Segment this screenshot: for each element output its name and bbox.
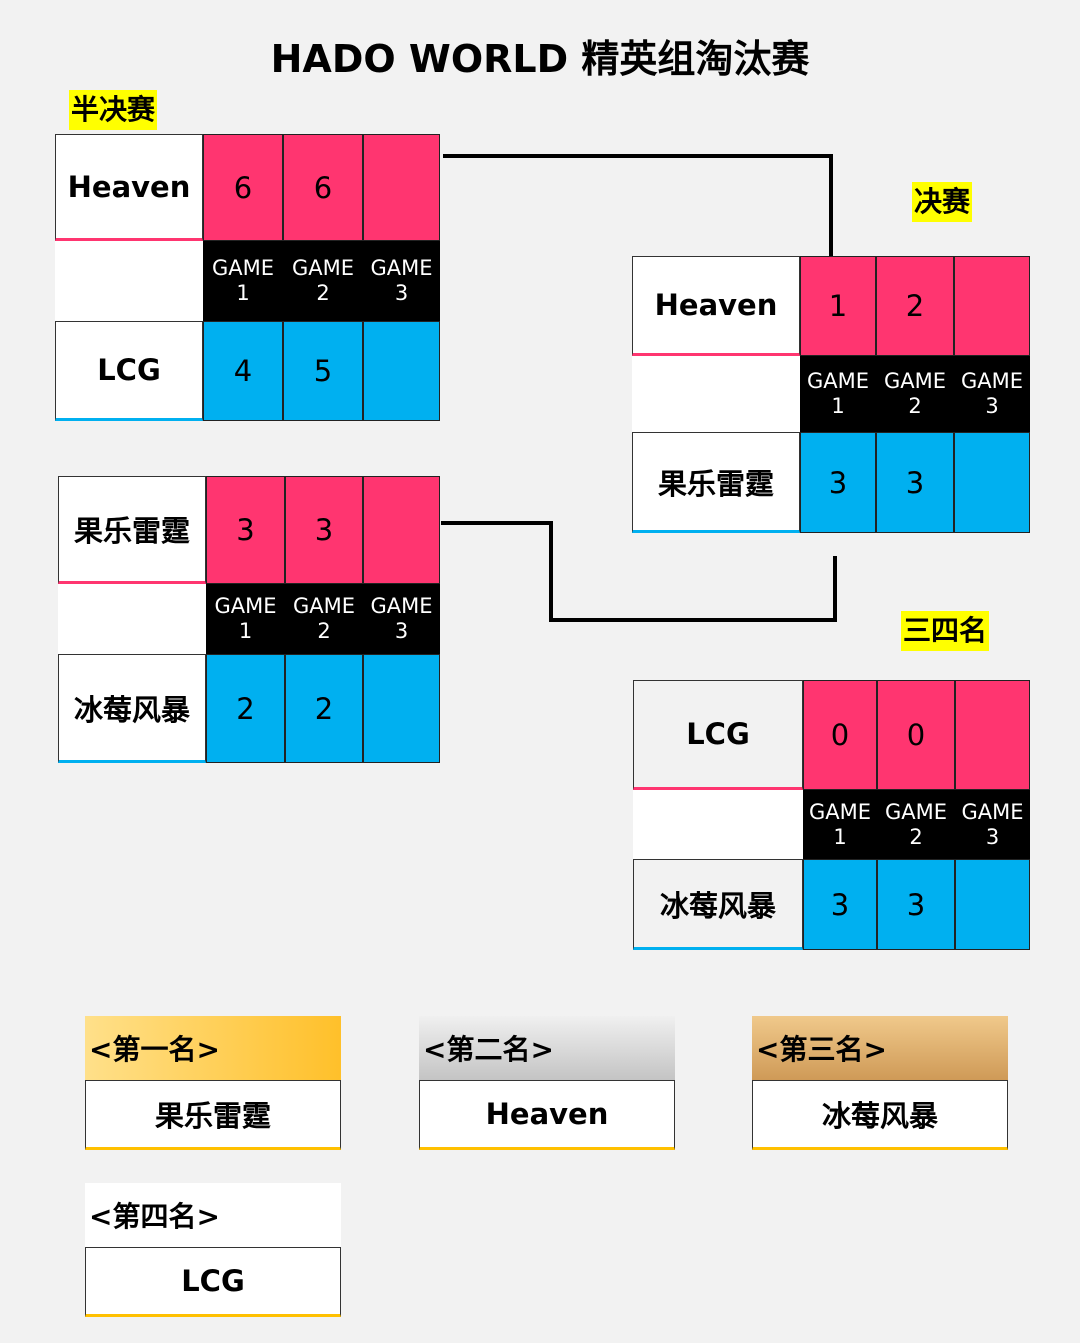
spacer xyxy=(55,241,203,321)
ranking-fourth: <第四名> LCG xyxy=(85,1183,341,1317)
score-cell xyxy=(955,859,1030,950)
score-cell: 1 xyxy=(800,256,876,356)
team-name: 果乐雷霆 xyxy=(632,432,800,533)
rank-label: <第二名> xyxy=(419,1016,675,1080)
score-cell xyxy=(363,476,440,584)
score-cell xyxy=(954,256,1030,356)
score-cell: 0 xyxy=(877,680,955,790)
score-cell: 3 xyxy=(206,476,285,584)
rank-label: <第一名> xyxy=(85,1016,341,1080)
rank-team: 果乐雷霆 xyxy=(85,1080,341,1150)
score-cell xyxy=(363,654,440,763)
score-cell xyxy=(363,134,440,241)
spacer xyxy=(632,356,800,432)
connector-semi1-final xyxy=(443,154,833,256)
score-cell: 3 xyxy=(285,476,363,584)
team-name: LCG xyxy=(633,680,803,790)
score-cell: 3 xyxy=(876,432,954,533)
ranking-first: <第一名> 果乐雷霆 xyxy=(85,1016,341,1150)
score-cell xyxy=(955,680,1030,790)
score-cell xyxy=(954,432,1030,533)
page-title: HADO WORLD 精英组淘汰赛 xyxy=(270,37,810,81)
stage-label-third-place: 三四名 xyxy=(901,611,990,651)
rank-label: <第三名> xyxy=(752,1016,1008,1080)
score-cell: 5 xyxy=(283,321,363,421)
spacer xyxy=(58,584,206,654)
rank-label: <第四名> xyxy=(85,1183,341,1247)
score-cell: 4 xyxy=(203,321,283,421)
team-name: 冰莓风暴 xyxy=(58,654,206,763)
score-cell: 2 xyxy=(876,256,954,356)
score-cell: 6 xyxy=(203,134,283,241)
score-cell: 3 xyxy=(800,432,876,533)
team-name: LCG xyxy=(55,321,203,421)
team-name: Heaven xyxy=(55,134,203,241)
score-cell: 3 xyxy=(803,859,877,950)
score-cell: 3 xyxy=(877,859,955,950)
spacer xyxy=(633,790,803,859)
team-name: 冰莓风暴 xyxy=(633,859,803,950)
rank-team: LCG xyxy=(85,1247,341,1317)
ranking-second: <第二名> Heaven xyxy=(419,1016,675,1150)
team-name: 果乐雷霆 xyxy=(58,476,206,584)
stage-label-semifinal: 半决赛 xyxy=(69,90,158,130)
connector-semi2-final xyxy=(441,521,837,622)
stage-label-final: 决赛 xyxy=(912,182,973,222)
score-cell: 2 xyxy=(285,654,363,763)
ranking-third: <第三名> 冰莓风暴 xyxy=(752,1016,1008,1150)
score-cell: 0 xyxy=(803,680,877,790)
rank-team: 冰莓风暴 xyxy=(752,1080,1008,1150)
score-cell xyxy=(363,321,440,421)
score-cell: 2 xyxy=(206,654,285,763)
score-cell: 6 xyxy=(283,134,363,241)
team-name: Heaven xyxy=(632,256,800,356)
rank-team: Heaven xyxy=(419,1080,675,1150)
